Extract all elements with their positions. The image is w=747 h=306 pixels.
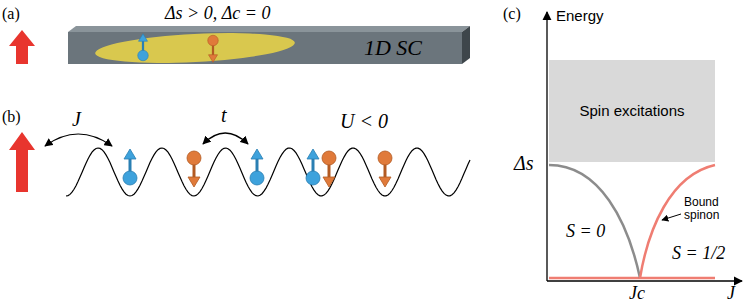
gap-condition: Δs > 0, Δc = 0 [165,4,270,24]
singlet-curve [549,165,640,278]
spin-arrow [9,30,35,64]
coupling-symbol: J [72,108,81,130]
spin-up [138,34,149,61]
spin-up [123,149,137,185]
spin-arrow [9,132,35,192]
j-axis [547,280,742,281]
wire-top [68,26,470,32]
bound-pair [94,29,295,67]
gap-tick: Δs [514,152,534,174]
energy-axis [546,12,547,281]
interaction-label: U < 0 [340,110,388,132]
spin-down [378,151,392,187]
wire-box: 1D SC [68,32,462,64]
panel-label: (b) [2,108,21,126]
exchange-arrow [45,134,112,146]
excitation-band: Spin excitations [549,60,715,162]
hopping-symbol: t [221,104,227,126]
lattice-potential [66,148,470,196]
axis-title: J [727,284,735,304]
curve-label: S = 0 [566,222,605,242]
hopping-arrow [203,133,248,144]
curve-label: S = 1/2 [672,244,725,264]
node-text: 1D SC [364,36,422,60]
annotation: Bound spinon [684,196,736,222]
spin-down [187,151,201,187]
panel-label: (a) [2,5,20,23]
panel-label: (c) [503,5,521,23]
spin-up [250,149,264,185]
leader-arrow [662,214,681,220]
critical-tick: Jc [629,284,645,304]
axis-title: Energy [556,8,604,25]
wire-end [462,26,470,64]
node-text: Spin excitations [579,103,684,120]
spin-down [208,35,219,62]
ground-line [549,277,715,280]
spin-up [306,149,320,185]
spin-down [322,151,336,187]
